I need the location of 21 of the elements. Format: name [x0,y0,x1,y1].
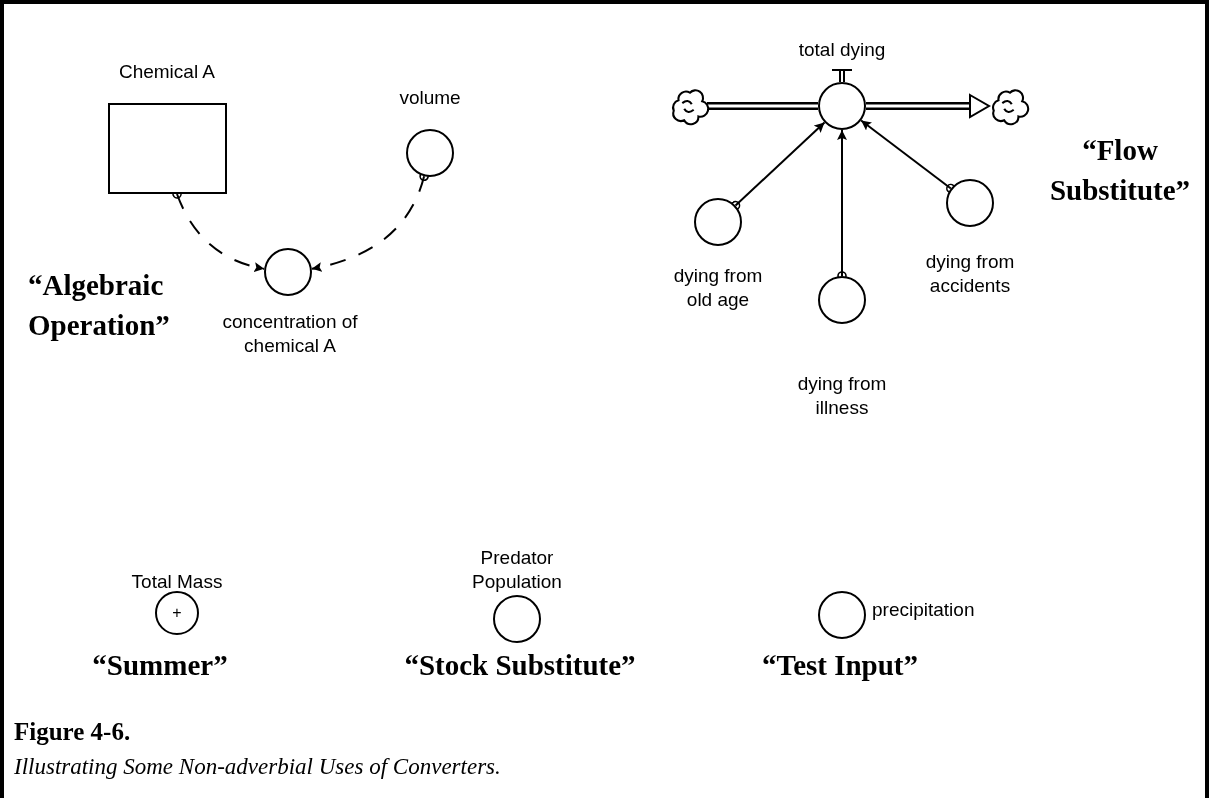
annotation-label: “Stock Substitute” [403,648,637,683]
figure-title: Figure 4-6. [14,717,131,747]
node-label: concentration of chemical A [221,310,359,358]
connector-arrow [860,119,956,194]
node-label: Total Mass [130,570,224,594]
node-label: dying from old age [672,264,764,312]
connector-arrow [730,121,826,211]
node-label: Predator Population [471,546,563,594]
node-label: dying from accidents [924,250,1016,298]
node-label: precipitation [872,598,976,622]
node-label: volume [398,86,462,110]
annotation-label: “Flow Substitute” [1048,133,1192,208]
figure-caption: Illustrating Some Non-adverbial Uses of Converters. [14,753,501,781]
node-label: total dying [797,38,887,62]
flow-pipe [866,93,991,119]
node-label: dying from illness [796,372,888,420]
plus-sign: + [172,604,182,622]
flow-pipe [707,102,818,110]
annotation-label: “Summer” [91,648,229,683]
node-label: Chemical A [117,60,217,84]
annotation-label: “Test Input” [760,648,920,683]
